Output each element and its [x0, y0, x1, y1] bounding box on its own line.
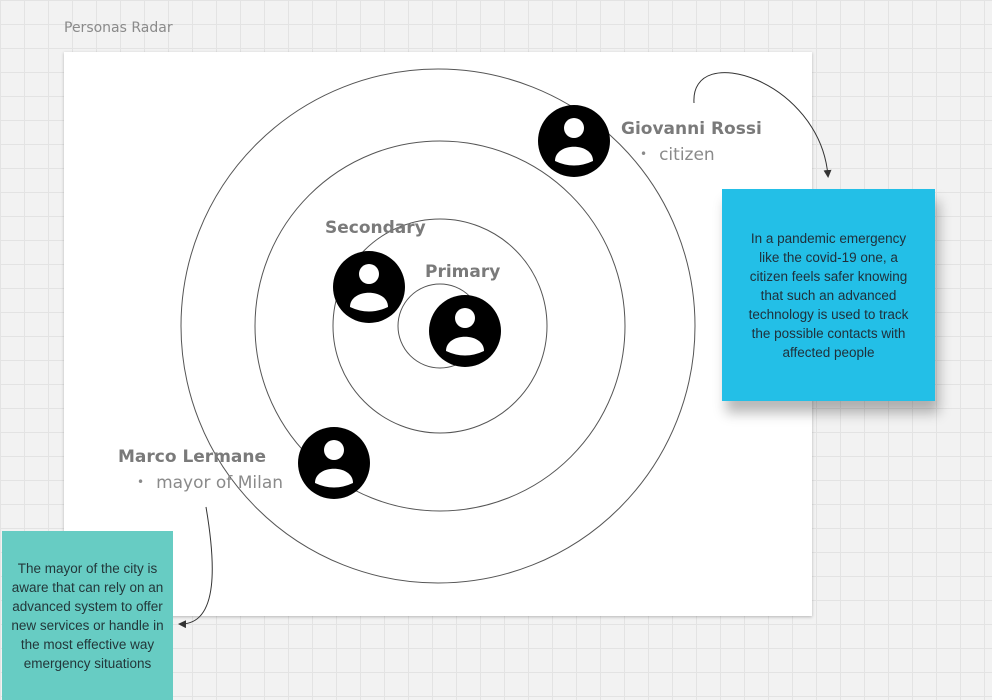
user-avatar-icon[interactable]: [298, 427, 370, 499]
persona-role-text: mayor of Milan: [156, 473, 284, 493]
persona-name-giovanni[interactable]: Giovanni Rossi: [621, 119, 762, 139]
sticky-note-citizen[interactable]: In a pandemic emergency like the covid-1…: [722, 189, 935, 401]
sticky-note-text: In a pandemic emergency like the covid-1…: [748, 230, 909, 360]
persona-name-marco[interactable]: Marco Lermane: [118, 447, 267, 467]
bullet-icon: •: [137, 475, 145, 489]
ring-label-primary[interactable]: Primary: [425, 262, 501, 282]
radar-ring-third: [254, 140, 626, 512]
ring-label-secondary[interactable]: Secondary: [325, 218, 426, 238]
bullet-icon: •: [640, 147, 648, 161]
sticky-note-text: The mayor of the city is aware that can …: [11, 560, 164, 671]
user-avatar-icon[interactable]: [429, 295, 501, 367]
radar-ring-secondary: [332, 218, 548, 434]
radar-ring-outer: [180, 68, 696, 584]
persona-role-marco[interactable]: • mayor of Milan: [137, 473, 283, 493]
persona-role-giovanni[interactable]: • citizen: [640, 145, 715, 165]
connector-arrow-marco[interactable]: [178, 506, 213, 629]
persona-role-text: citizen: [659, 145, 715, 165]
user-avatar-icon[interactable]: [333, 251, 405, 323]
user-avatar-icon[interactable]: [538, 105, 610, 177]
connector-arrow-giovanni[interactable]: [693, 72, 832, 178]
sticky-note-mayor[interactable]: The mayor of the city is aware that can …: [2, 531, 173, 700]
frame-title[interactable]: Personas Radar: [64, 20, 173, 36]
